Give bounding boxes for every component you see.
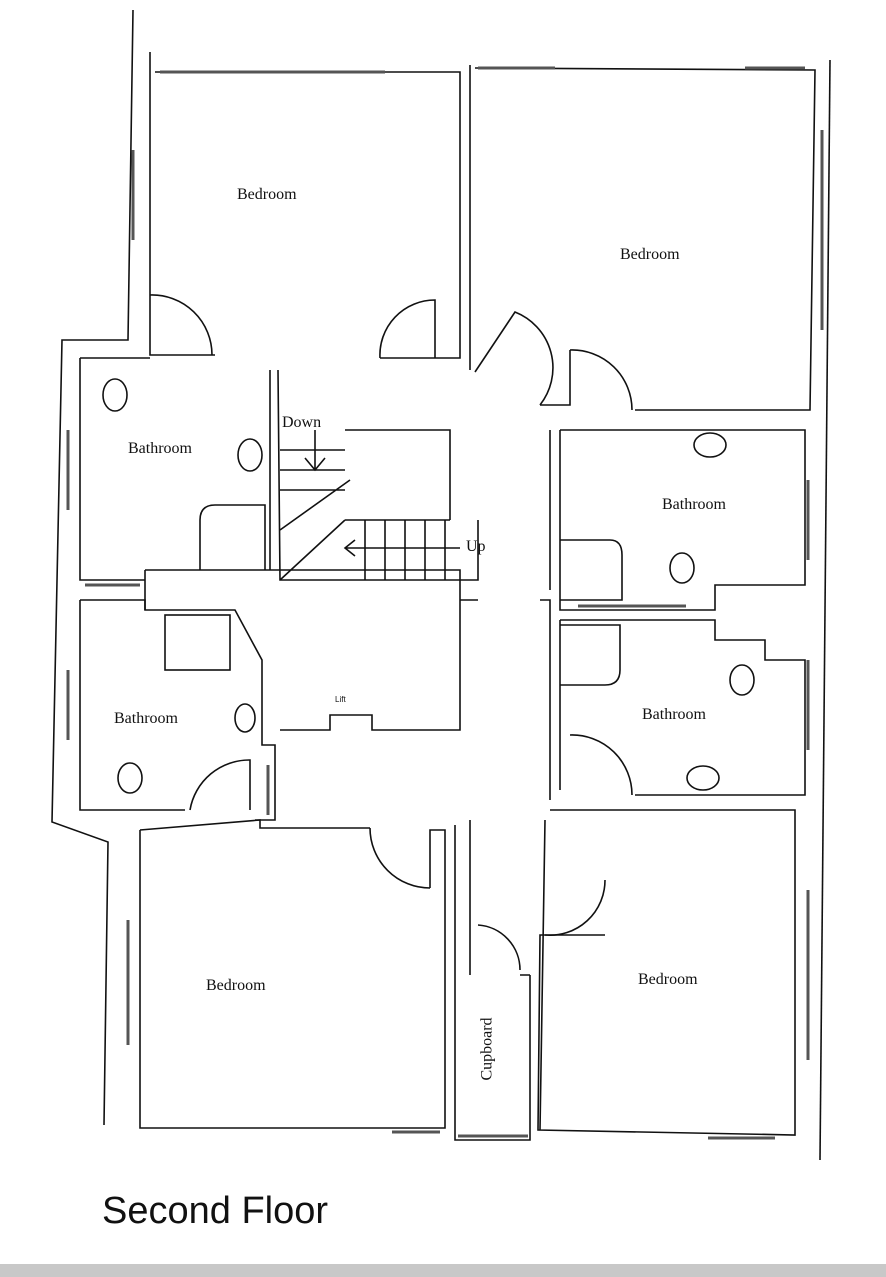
down-arrow-icon — [304, 430, 326, 472]
toilet-icon — [102, 378, 128, 412]
wall-bathroom-right-lower — [559, 619, 806, 796]
door-arc — [569, 734, 633, 796]
room-label-bedroom-bottom-right: Bedroom — [638, 971, 698, 988]
stairs-up-label: Up — [466, 538, 486, 555]
window-icon — [66, 66, 824, 1140]
room-label-bedroom-top-right: Bedroom — [620, 246, 680, 263]
sink-icon — [237, 438, 263, 472]
room-label-lift: Lift — [335, 695, 346, 704]
room-label-bathroom-left-lower: Bathroom — [114, 710, 178, 727]
door-arc — [379, 299, 436, 359]
floor-title: Second Floor — [102, 1190, 329, 1232]
wall-bathroom-right-upper — [559, 429, 806, 611]
sink-icon — [234, 703, 256, 733]
wall-cupboard — [454, 820, 531, 1141]
sink-icon — [693, 432, 727, 458]
shower-icon — [560, 624, 621, 686]
shower-icon — [164, 614, 231, 671]
outer-wall-left — [51, 9, 134, 1126]
shower-icon — [199, 504, 266, 570]
room-label-bedroom-bottom-left: Bedroom — [206, 977, 266, 994]
toilet-icon — [729, 664, 755, 696]
toilet-icon — [117, 762, 143, 794]
door-arc — [189, 759, 251, 811]
stairs-down-label: Down — [282, 414, 322, 431]
room-label-bathroom-right-upper: Bathroom — [662, 496, 726, 513]
room-label-cupboard: Cupboard — [478, 1017, 496, 1081]
door-arc — [369, 827, 431, 889]
wall-corridor-right — [539, 430, 551, 1131]
door-arc — [149, 294, 213, 356]
door-arc — [474, 311, 554, 406]
bottom-bar — [0, 1264, 886, 1277]
door-arc — [544, 879, 606, 937]
up-arrow-icon — [343, 539, 460, 557]
room-label-bathroom-right-lower: Bathroom — [642, 706, 706, 723]
sink-icon — [686, 765, 720, 791]
wall-bedroom-top-left — [149, 52, 461, 359]
wall-bedroom-top-right — [469, 65, 816, 411]
toilet-icon — [669, 552, 695, 584]
door-arc — [569, 349, 633, 411]
shower-icon — [560, 539, 623, 601]
wall-bedroom-bottom-left — [139, 819, 446, 1129]
room-label-bathroom-left-upper: Bathroom — [128, 440, 192, 457]
wall-stair-core — [144, 369, 479, 731]
room-label-bedroom-top-left: Bedroom — [237, 186, 297, 203]
door-arc — [477, 924, 521, 971]
stairs — [279, 449, 450, 581]
wall-bathroom-left-upper — [79, 357, 271, 581]
outer-wall-right — [819, 59, 831, 1161]
